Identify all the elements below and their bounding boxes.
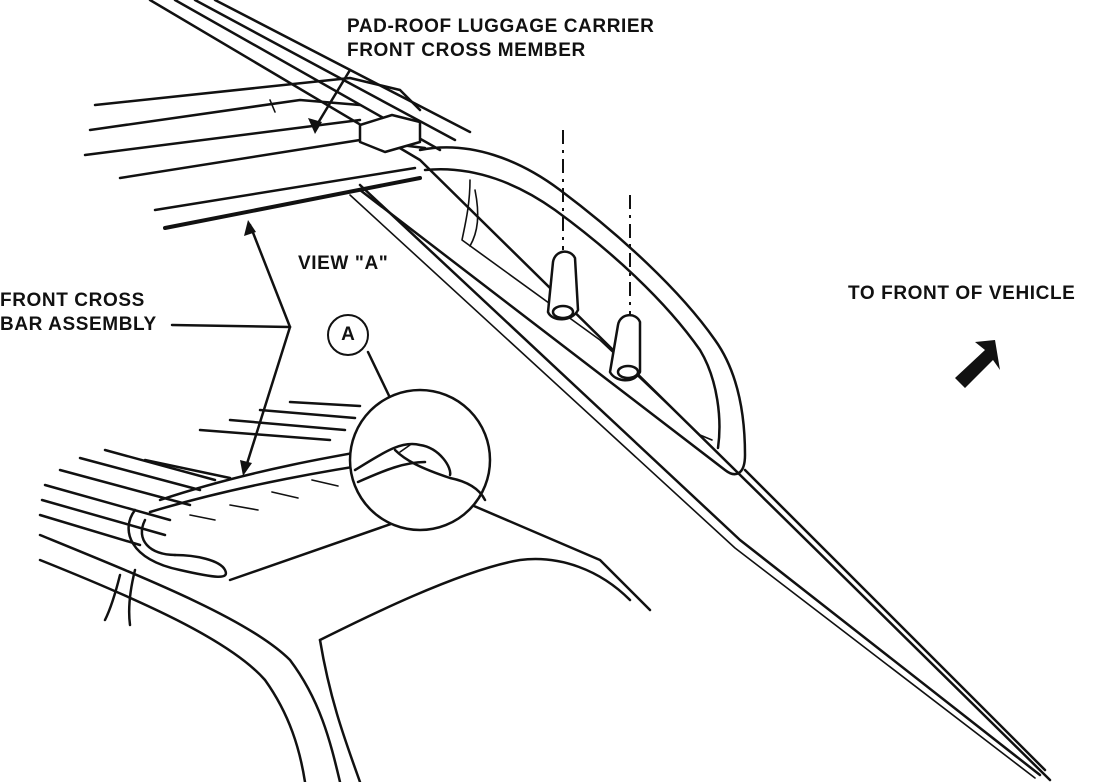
arrow-down-left-icon: [955, 340, 1000, 388]
vehicle-roof: [38, 400, 652, 782]
front-cross-member: [83, 76, 427, 230]
detail-circle-a: [348, 388, 492, 532]
front-cross-bar-label: FRONT CROSS BAR ASSEMBLY: [0, 289, 157, 337]
side-rail: [148, 0, 1052, 782]
callout-a-badge: A: [327, 314, 369, 356]
rail-end-bracket: [358, 146, 747, 476]
pad-roof-label-line1: PAD-ROOF LUGGAGE CARRIER: [347, 16, 655, 37]
fasteners: [546, 130, 642, 382]
to-front-label: TO FRONT OF VEHICLE: [848, 283, 1076, 304]
leader-lines: [170, 68, 395, 476]
front-cross-bar-label-line2: BAR ASSEMBLY: [0, 314, 157, 335]
view-a-label: VIEW "A": [298, 253, 389, 274]
pad-roof-label-line2: FRONT CROSS MEMBER: [347, 40, 586, 61]
pad-roof-label: PAD-ROOF LUGGAGE CARRIER FRONT CROSS MEM…: [347, 15, 655, 63]
front-cross-bar-label-line1: FRONT CROSS: [0, 290, 145, 311]
